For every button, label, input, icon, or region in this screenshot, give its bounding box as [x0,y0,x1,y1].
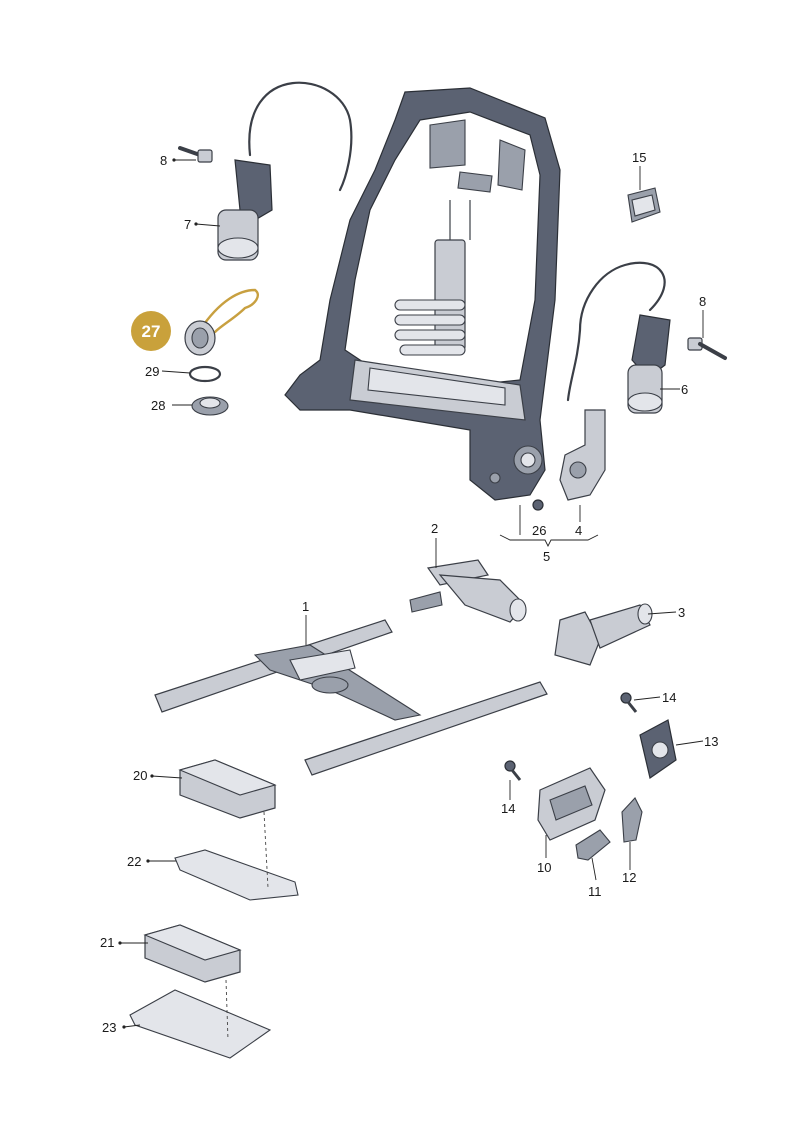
part-22-bracket [174,849,299,901]
label-part-22: 22 [127,854,141,869]
label-part-11: 11 [588,884,602,899]
part-15-switch-cap [627,187,661,223]
seat-back-frame [284,87,561,501]
part-8-bolt-right [687,337,727,360]
part-12-knob [621,797,643,843]
part-27-wiring-harness [184,288,259,356]
part-11-button [575,829,611,861]
label-part-7: 7 [184,217,191,232]
part-29-ring [188,365,222,383]
part-13-switch-module [639,719,677,779]
part-28-cap [191,396,229,416]
part-8-bolt-left [178,146,213,163]
part-4-recliner-mechanism [559,409,606,501]
lumbar-support [394,200,471,356]
label-part-21: 21 [100,935,114,950]
leader-lines [118,158,704,1029]
label-part-8-left: 8 [160,153,167,168]
label-part-14-lower: 14 [501,801,515,816]
label-part-12: 12 [622,870,636,885]
part-10-control-switch [537,767,606,841]
part-21-control-unit [143,924,242,983]
part-26-nut [532,499,544,511]
label-part-2: 2 [431,521,438,536]
label-part-28: 28 [151,398,165,413]
label-part-14-upper: 14 [662,690,676,705]
label-part-27: 27 [142,322,161,341]
part-20-control-unit [178,759,277,819]
part-14-screw-upper [620,692,638,713]
label-part-10: 10 [537,860,551,875]
label-part-20: 20 [133,768,147,783]
label-part-4: 4 [575,523,582,538]
label-part-13: 13 [704,734,718,749]
label-part-1: 1 [302,599,309,614]
part-14-screw-lower [504,760,522,781]
part-2-motor [409,559,527,623]
label-part-26: 26 [532,523,546,538]
part-3-motor [554,603,653,666]
part-1-seat-rail-frame [154,619,548,776]
part-7-adjuster-motor [217,81,353,261]
label-part-15: 15 [632,150,646,165]
label-part-3: 3 [678,605,685,620]
part-27-highlight-badge [131,311,171,351]
label-part-29: 29 [145,364,159,379]
label-part-23: 23 [102,1020,116,1035]
part-23-plate [129,989,272,1059]
label-part-6: 6 [681,382,688,397]
label-part-5: 5 [543,549,550,564]
label-part-8-right: 8 [699,294,706,309]
part-labels: 8 7 15 8 6 27 29 28 26 4 5 2 1 3 14 13 1… [100,150,718,1035]
part-6-adjuster-motor [566,261,671,414]
